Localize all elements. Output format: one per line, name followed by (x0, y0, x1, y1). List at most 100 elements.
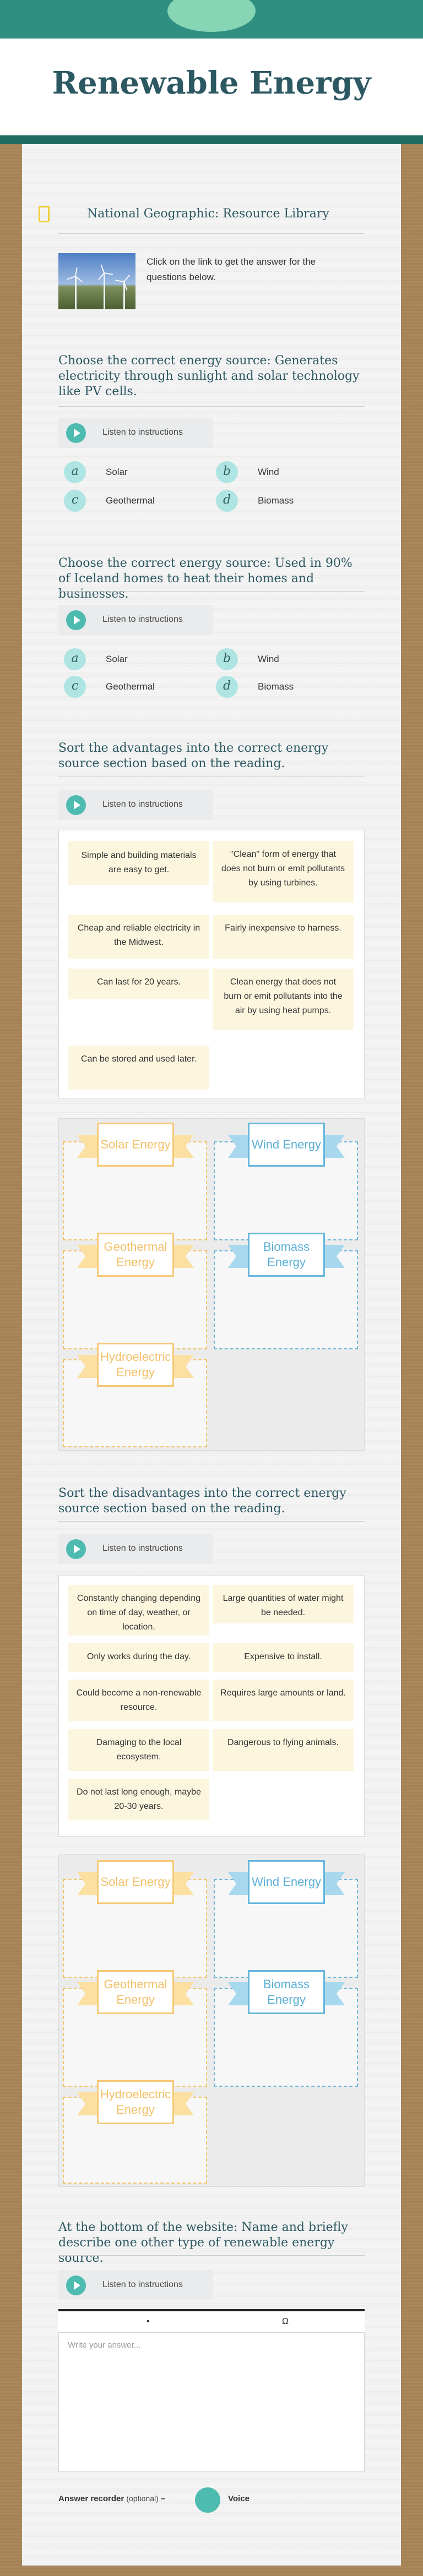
question-4-title: Sort the disadvantages into the correct … (58, 1486, 346, 1516)
choice-label: Geothermal (106, 681, 155, 692)
category-label-text: Geothermal Energy (97, 1970, 174, 2014)
category-label-hydroelectric: Hydroelectric Energy (77, 1343, 194, 1392)
choice-option[interactable]: a Solar (64, 461, 207, 483)
sort-card[interactable]: Damaging to the local ecosystem. (68, 1729, 209, 1771)
choice-label: Biomass (258, 495, 294, 506)
choice-letter: d (216, 676, 238, 698)
choice-option[interactable]: c Geothermal (64, 676, 207, 698)
choice-option[interactable]: a Solar (64, 648, 207, 670)
category-label-text: Hydroelectric Energy (97, 2080, 174, 2124)
record-voice-button[interactable] (195, 2487, 220, 2513)
category-label-text: Biomass Energy (248, 1970, 325, 2014)
listen-label: Listen to instructions (102, 615, 183, 624)
choice-label: Geothermal (106, 495, 155, 506)
choice-letter: a (64, 461, 86, 483)
turbine-blade (104, 272, 113, 275)
link-icon[interactable] (39, 206, 50, 222)
header-underline (0, 135, 423, 144)
question-1-title: Choose the correct energy source: Genera… (58, 354, 360, 398)
choice-letter: b (216, 461, 238, 483)
listen-label: Listen to instructions (102, 2280, 183, 2289)
divider (58, 2255, 365, 2256)
category-label-text: Wind Energy (248, 1123, 325, 1167)
listen-instructions-button[interactable]: Listen to instructions (58, 418, 213, 448)
listen-instructions-button[interactable]: Listen to instructions (58, 790, 213, 820)
sort-card[interactable]: Cheap and reliable electricity in the Mi… (68, 915, 209, 959)
resource-link[interactable]: National Geographic: Resource Library (87, 207, 329, 221)
sort-card[interactable]: Only works during the day. (68, 1643, 209, 1672)
resource-thumbnail[interactable] (58, 253, 135, 309)
category-label-geothermal: Geothermal Energy (77, 1233, 194, 1282)
choice-label: Solar (106, 467, 128, 477)
choice-letter: b (216, 648, 238, 670)
choice-label: Wind (258, 654, 279, 664)
category-label-biomass: Biomass Energy (228, 1970, 345, 2020)
choice-option[interactable]: d Biomass (216, 676, 359, 698)
turbine-blade (115, 280, 124, 282)
sort-card[interactable]: Do not last long enough, maybe 20-30 yea… (68, 1779, 209, 1820)
sort-card[interactable]: Large quantities of water might be neede… (213, 1585, 354, 1623)
turbine-blade (67, 276, 76, 280)
sort-card[interactable]: Requires large amounts or land. (213, 1680, 354, 1721)
turbine-icon (104, 273, 105, 309)
sort-card[interactable]: "Clean" form of energy that does not bur… (213, 841, 354, 903)
choice-letter: a (64, 648, 86, 670)
question-5-title: At the bottom of the website: Name and b… (58, 2220, 348, 2265)
category-label-text: Wind Energy (248, 1860, 325, 1904)
divider (58, 233, 365, 234)
special-character-button[interactable]: Ω (282, 2317, 289, 2326)
sort-card[interactable]: Can be stored and used later. (68, 1046, 209, 1090)
page-title: Renewable Energy (52, 65, 371, 101)
category-label-wind: Wind Energy (228, 1860, 345, 1910)
resource-description: Click on the link to get the answer for … (147, 256, 316, 282)
category-label-text: Solar Energy (97, 1123, 174, 1167)
listen-instructions-button[interactable]: Listen to instructions (58, 605, 213, 635)
choice-option[interactable]: d Biomass (216, 490, 359, 512)
choice-letter: c (64, 490, 86, 512)
category-label-biomass: Biomass Energy (228, 1233, 345, 1282)
category-label-hydroelectric: Hydroelectric Energy (77, 2080, 194, 2130)
choice-label: Biomass (258, 681, 294, 692)
choice-option[interactable]: b Wind (216, 461, 359, 483)
divider (58, 1521, 365, 1522)
answer-recorder-label: Answer recorder (optional) – (58, 2494, 165, 2503)
category-label-text: Biomass Energy (248, 1233, 325, 1277)
sort-card[interactable]: Dangerous to flying animals. (213, 1729, 354, 1771)
listen-instructions-button[interactable]: Listen to instructions (58, 2271, 213, 2300)
turbine-blade (75, 267, 78, 277)
answer-toolbar: • Ω (58, 2309, 365, 2332)
category-label-wind: Wind Energy (228, 1123, 345, 1172)
choice-label: Solar (106, 654, 128, 664)
header-banner: Renewable Energy (0, 0, 423, 143)
turbine-blade (123, 275, 131, 282)
sort-card[interactable]: Fairly inexpensive to harness. (213, 915, 354, 959)
header-inner (0, 39, 423, 135)
divider (58, 406, 365, 407)
question-2-title: Choose the correct energy source: Used i… (58, 556, 352, 601)
sort-card[interactable]: Could become a non-renewable resource. (68, 1680, 209, 1721)
choice-option[interactable]: b Wind (216, 648, 359, 670)
listen-instructions-button[interactable]: Listen to instructions (58, 1534, 213, 1564)
category-label-solar: Solar Energy (77, 1860, 194, 1910)
play-icon (66, 423, 86, 443)
sort-card[interactable]: Can last for 20 years. (68, 969, 209, 999)
choice-option[interactable]: c Geothermal (64, 490, 207, 512)
sort-card[interactable]: Expensive to install. (213, 1643, 354, 1672)
divider (58, 591, 365, 592)
turbine-icon (75, 276, 77, 309)
sort-card[interactable]: Constantly changing depending on time of… (68, 1585, 209, 1636)
answer-textarea[interactable]: Write your answer... (58, 2332, 365, 2472)
listen-label: Listen to instructions (102, 1544, 183, 1553)
sort-card[interactable]: Clean energy that does not burn or emit … (213, 969, 354, 1030)
choice-label: Wind (258, 467, 279, 477)
voice-label: Voice (228, 2494, 250, 2503)
category-label-solar: Solar Energy (77, 1123, 194, 1172)
category-label-text: Hydroelectric Energy (97, 1343, 174, 1387)
category-label-geothermal: Geothermal Energy (77, 1970, 194, 2020)
category-label-text: Solar Energy (97, 1860, 174, 1904)
choice-letter: c (64, 676, 86, 698)
play-icon (66, 610, 86, 630)
listen-label: Listen to instructions (102, 428, 183, 437)
bullet-list-button[interactable]: • (147, 2317, 150, 2326)
sort-card[interactable]: Simple and building materials are easy t… (68, 841, 209, 885)
